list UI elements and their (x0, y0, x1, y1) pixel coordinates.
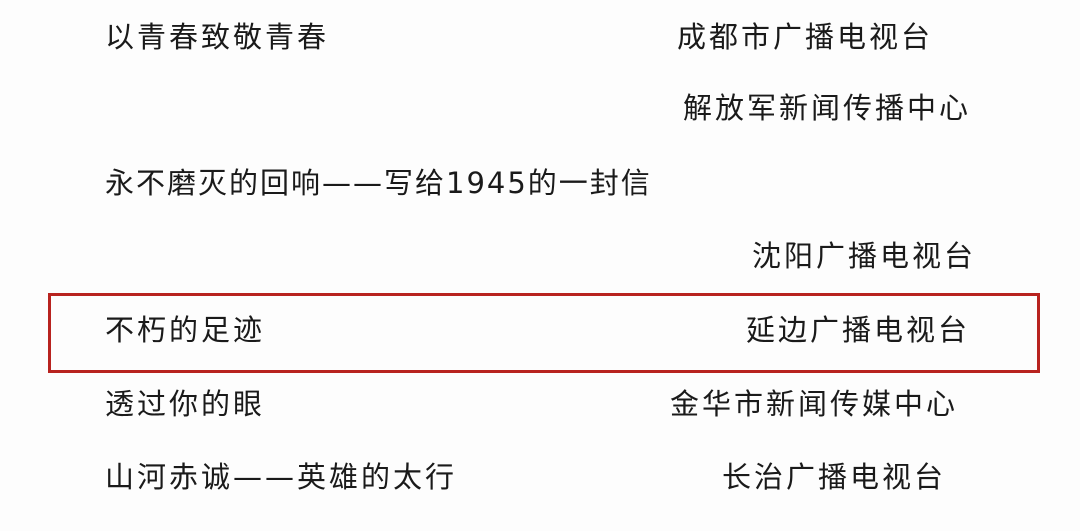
entry-org: 金华市新闻传媒中心 (670, 387, 959, 421)
entry-title: 不朽的足迹 (105, 313, 266, 347)
entry-org: 成都市广播电视台 (677, 20, 934, 54)
highlight-box (48, 293, 1040, 373)
entry-title: 山河赤诚——英雄的太行 (105, 460, 458, 494)
entry-title: 永不磨灭的回响——写给1945的一封信 (105, 166, 652, 200)
entry-org: 沈阳广播电视台 (752, 239, 977, 273)
entry-org: 解放军新闻传播中心 (683, 91, 972, 125)
entry-org: 延边广播电视台 (746, 313, 971, 347)
entry-title: 以青春致敬青春 (105, 20, 330, 54)
entry-title: 透过你的眼 (105, 387, 266, 421)
entry-org: 长治广播电视台 (722, 460, 947, 494)
